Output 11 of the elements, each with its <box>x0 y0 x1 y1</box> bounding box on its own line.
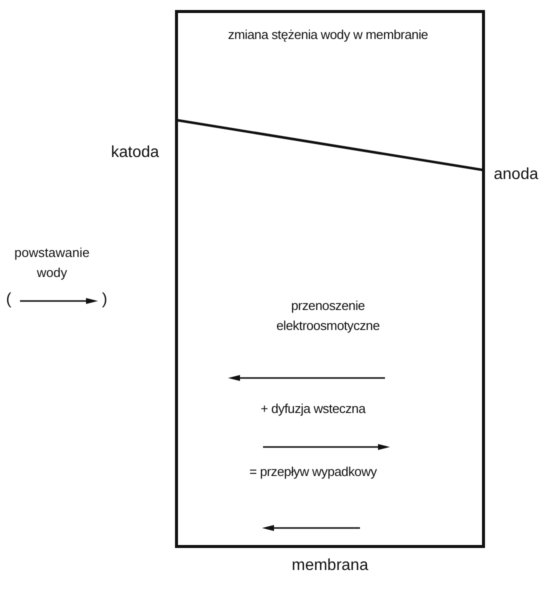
parenthesis: ) <box>102 290 108 310</box>
parenthesis: ( <box>6 290 12 310</box>
membrane-text: + dyfuzja wsteczna <box>260 400 367 418</box>
membrane-text: przenoszenie elektroosmotyczne <box>275 297 381 335</box>
membrane-caption: membrana <box>290 556 370 576</box>
membrane-text: = przepływ wypadkowy <box>248 463 378 481</box>
membrane-box <box>175 10 485 548</box>
membrane-text: zmiana stężenia wody w membranie <box>228 26 428 44</box>
cathode-label: katoda <box>110 143 160 163</box>
anode-label: anoda <box>492 165 540 185</box>
water-formation-label: powstawanie wody <box>13 244 91 282</box>
